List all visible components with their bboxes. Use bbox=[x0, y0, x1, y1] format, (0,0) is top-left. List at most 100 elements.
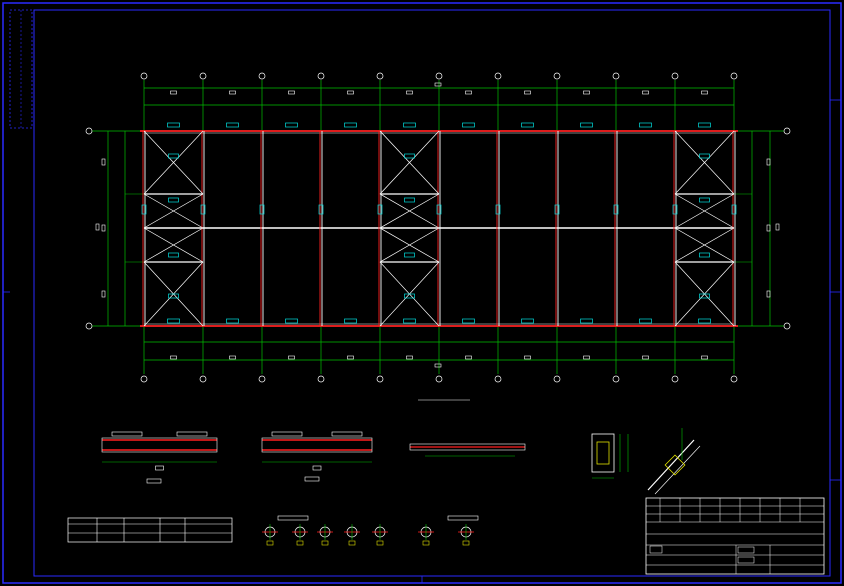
brace-tag bbox=[168, 197, 179, 203]
beam-detail-2-outline bbox=[261, 437, 373, 453]
side-dimension-label bbox=[766, 290, 771, 298]
purlin-tag bbox=[462, 318, 475, 324]
purlin-tag bbox=[580, 318, 593, 324]
side-dimension-label bbox=[766, 224, 771, 232]
detail-caption-box bbox=[146, 478, 162, 484]
dimension-label bbox=[170, 90, 177, 95]
brace-tag bbox=[699, 293, 710, 299]
purlin-tag bbox=[521, 122, 534, 128]
overall-dimension-label bbox=[434, 363, 442, 368]
axis-bubble-right bbox=[783, 322, 791, 330]
title-block bbox=[645, 497, 825, 575]
purlin-tag bbox=[285, 318, 298, 324]
side-dimension-label bbox=[766, 158, 771, 166]
purlin-tag bbox=[403, 318, 416, 324]
axis-bubble-bottom bbox=[199, 375, 207, 383]
axis-bubble-top bbox=[376, 72, 384, 80]
brace-tag bbox=[168, 252, 179, 258]
rafter-tag bbox=[377, 204, 383, 215]
beam-detail-2-dim-label bbox=[312, 465, 322, 471]
rafter-tag bbox=[200, 204, 206, 215]
connection-tag bbox=[321, 540, 329, 546]
axis-bubble-bottom bbox=[671, 375, 679, 383]
rafter-tag bbox=[731, 204, 737, 215]
dimension-label bbox=[524, 90, 531, 95]
connection-tag bbox=[266, 540, 274, 546]
connection-note bbox=[277, 515, 309, 521]
axis-bubble-top bbox=[671, 72, 679, 80]
dimension-label bbox=[288, 90, 295, 95]
purlin-tag bbox=[167, 318, 180, 324]
purlin-tag bbox=[403, 122, 416, 128]
side-dimension-label bbox=[101, 158, 106, 166]
dimension-label bbox=[642, 355, 649, 360]
dimension-label bbox=[229, 90, 236, 95]
beam-detail-2-note bbox=[331, 431, 363, 437]
roof-bracing-plan bbox=[85, 72, 791, 383]
cross-brace bbox=[379, 130, 440, 195]
brace-connection-member bbox=[647, 439, 695, 491]
brace-connection-member bbox=[654, 445, 701, 495]
rafter-tag bbox=[259, 204, 265, 215]
axis-bubble-top bbox=[317, 72, 325, 80]
connection-note bbox=[447, 515, 479, 521]
axis-bubble-bottom bbox=[317, 375, 325, 383]
brace-tag bbox=[699, 252, 710, 258]
brace-tag bbox=[699, 153, 710, 159]
beam-detail-2-note bbox=[271, 431, 303, 437]
axis-bubble-top bbox=[140, 72, 148, 80]
purlin-tag bbox=[462, 122, 475, 128]
dimension-label bbox=[406, 355, 413, 360]
purlin-tag bbox=[639, 318, 652, 324]
dimension-label bbox=[583, 355, 590, 360]
purlin-tag bbox=[226, 122, 239, 128]
cross-brace bbox=[674, 193, 735, 229]
axis-bubble-bottom bbox=[494, 375, 502, 383]
rafter-tag bbox=[554, 204, 560, 215]
axis-bubble-bottom bbox=[435, 375, 443, 383]
inner-frame bbox=[33, 9, 831, 577]
purlin-tag bbox=[698, 122, 711, 128]
dimension-label bbox=[347, 90, 354, 95]
detail-caption-box bbox=[304, 476, 320, 482]
purlin-tag bbox=[521, 318, 534, 324]
side-dimension-label bbox=[775, 223, 780, 231]
brace-tag bbox=[404, 197, 415, 203]
axis-bubble-bottom bbox=[612, 375, 620, 383]
rafter-tag bbox=[436, 204, 442, 215]
dimension-label bbox=[701, 90, 708, 95]
cross-brace bbox=[379, 193, 440, 229]
axis-bubble-top bbox=[435, 72, 443, 80]
purlin-tag bbox=[344, 318, 357, 324]
member-table bbox=[67, 517, 233, 543]
overall-dimension-label bbox=[434, 82, 442, 87]
detail-drawings bbox=[101, 428, 701, 546]
rafter-tag bbox=[672, 204, 678, 215]
beam-detail-3-outline bbox=[409, 443, 526, 451]
dimension-label bbox=[583, 90, 590, 95]
brace-tag bbox=[168, 153, 179, 159]
brace-tag bbox=[404, 293, 415, 299]
dimension-label bbox=[701, 355, 708, 360]
gusset-plate bbox=[664, 454, 686, 476]
beam-detail-1-note bbox=[176, 431, 208, 437]
dimension-label bbox=[465, 355, 472, 360]
purlin-tag bbox=[285, 122, 298, 128]
beam-detail-1-dim-label bbox=[155, 465, 164, 471]
connection-tag bbox=[462, 540, 470, 546]
dimension-label bbox=[524, 355, 531, 360]
dimension-label bbox=[642, 90, 649, 95]
side-dimension-label bbox=[101, 224, 106, 232]
brace-tag bbox=[404, 252, 415, 258]
axis-bubble-top bbox=[553, 72, 561, 80]
cross-brace bbox=[674, 130, 735, 195]
connection-tag bbox=[348, 540, 356, 546]
column-section bbox=[596, 441, 610, 465]
axis-bubble-bottom bbox=[730, 375, 738, 383]
purlin-tag bbox=[580, 122, 593, 128]
axis-bubble-top bbox=[494, 72, 502, 80]
purlin-tag bbox=[344, 122, 357, 128]
axis-bubble-left bbox=[85, 322, 93, 330]
